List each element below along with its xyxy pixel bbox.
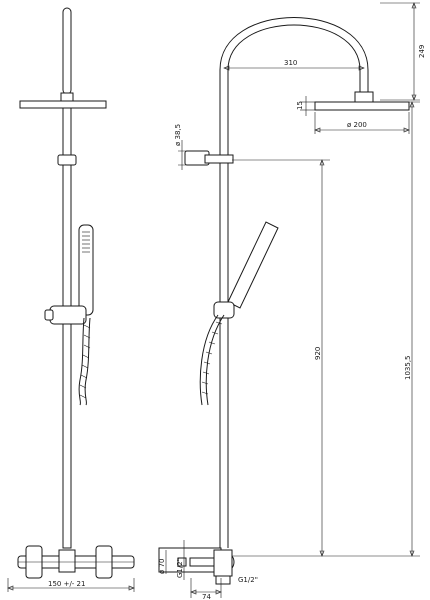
front-top-pipe bbox=[62, 7, 72, 95]
side-curved-arm bbox=[219, 17, 369, 548]
head-thickness-label: 15 bbox=[296, 101, 304, 110]
front-hand-shower bbox=[78, 224, 94, 316]
total-height-label: 1035,5 bbox=[404, 356, 412, 381]
inlet-diameter-label: ø 70 bbox=[158, 559, 166, 574]
dim-inlet-thread-left: G1/2" bbox=[176, 540, 185, 580]
dim-top-height: 249 bbox=[380, 2, 426, 101]
holder-diameter-label: ø 38,5 bbox=[174, 124, 182, 146]
inlet-thread-left-label: G1/2" bbox=[176, 558, 184, 578]
front-slide-knob bbox=[44, 309, 54, 321]
dim-center-distance: 150 +/- 21 bbox=[7, 578, 135, 592]
dim-arm-reach: 310 bbox=[223, 59, 365, 71]
side-head-connector bbox=[354, 91, 374, 103]
dim-holder-diameter: ø 38,5 bbox=[174, 124, 196, 170]
slide-travel-label: 920 bbox=[314, 347, 322, 360]
side-slide-holder bbox=[213, 301, 235, 319]
dim-inlet-diameter: ø 70 bbox=[158, 550, 167, 574]
dim-inlet-thread-bottom: G1/2" bbox=[238, 576, 258, 584]
side-holder-bracket bbox=[204, 154, 234, 164]
side-view: 310 249 15 ø 200 bbox=[158, 2, 426, 600]
front-view: 150 +/- 21 bbox=[7, 7, 135, 592]
side-shower-head bbox=[314, 101, 410, 111]
side-mixer-body bbox=[213, 549, 233, 577]
dim-head-diameter: ø 200 bbox=[314, 112, 410, 134]
side-hand-shower bbox=[227, 221, 279, 309]
front-head-connector bbox=[60, 92, 74, 102]
side-inlet-nut bbox=[215, 575, 231, 585]
side-hose bbox=[199, 314, 225, 406]
center-distance-label: 150 +/- 21 bbox=[48, 580, 85, 588]
top-height-label: 249 bbox=[418, 45, 426, 58]
arm-reach-label: 310 bbox=[284, 59, 297, 67]
front-upper-holder bbox=[57, 154, 77, 166]
front-hand-shower-nozzles bbox=[82, 231, 90, 253]
front-shower-head bbox=[19, 100, 107, 109]
inlet-thread-bottom-label: G1/2" bbox=[238, 576, 258, 584]
dim-slide-travel: 920 bbox=[232, 159, 330, 557]
inlet-offset-label: 74 bbox=[202, 593, 211, 600]
front-hose bbox=[78, 317, 91, 406]
dim-inlet-offset: 74 bbox=[190, 578, 222, 600]
front-slide-holder bbox=[49, 305, 87, 325]
front-riser bbox=[62, 107, 72, 549]
side-inlet-valve bbox=[177, 557, 187, 567]
dim-head-thickness: 15 bbox=[296, 96, 315, 116]
head-diameter-label: ø 200 bbox=[347, 121, 367, 129]
front-mixer-center bbox=[58, 549, 76, 573]
dim-total-height: 1035,5 bbox=[330, 101, 420, 557]
